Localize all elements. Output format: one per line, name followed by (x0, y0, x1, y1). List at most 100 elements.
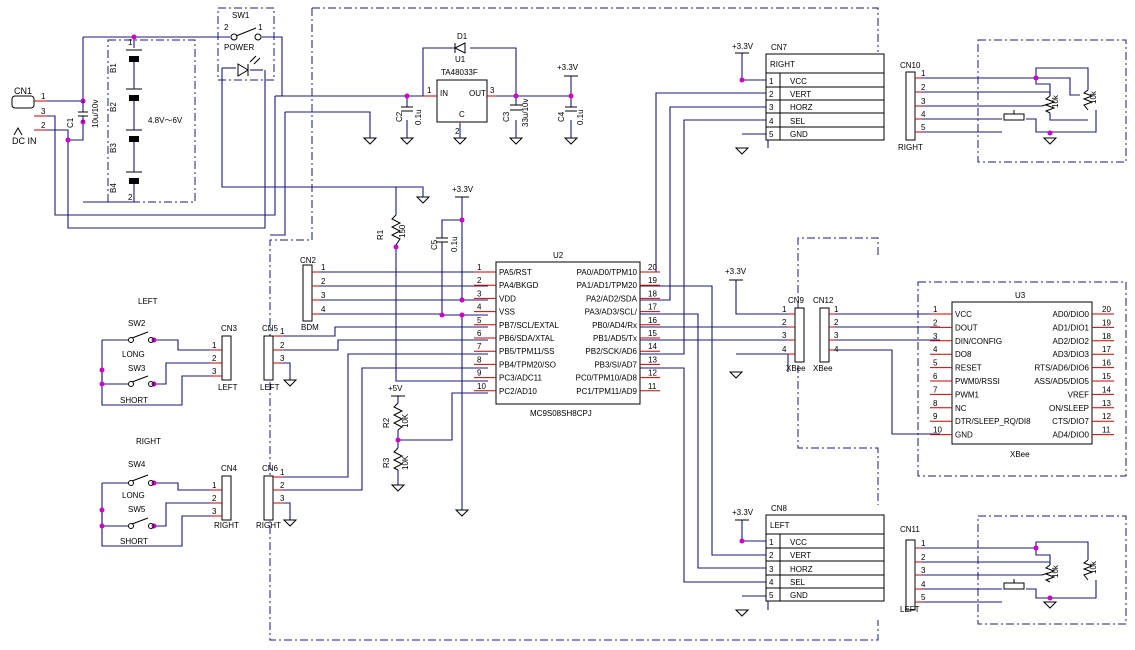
right-section-label: RIGHT (136, 437, 161, 446)
svg-text:1: 1 (769, 77, 774, 86)
svg-text:1: 1 (782, 305, 787, 314)
wire (154, 362, 210, 385)
svg-text:CN6: CN6 (262, 464, 279, 473)
board-outline-top (312, 7, 879, 52)
svg-text:+3.3V: +3.3V (732, 42, 754, 51)
svg-text:LONG: LONG (122, 350, 145, 359)
pin-number: 13 (1102, 399, 1111, 408)
wire (47, 70, 266, 229)
pin-label: PC1/TPM11/AD9 (576, 387, 637, 396)
svg-text:CN5: CN5 (262, 324, 279, 333)
svg-text:4: 4 (921, 110, 926, 119)
wire (1035, 548, 1051, 565)
c5-capacitor: C5 0.1u (430, 233, 459, 252)
wire (283, 353, 488, 478)
svg-text:B1: B1 (109, 63, 118, 73)
pin-label: PC3/ADC11 (499, 374, 543, 383)
svg-text:LEFT: LEFT (900, 605, 920, 614)
pin-number: 5 (933, 359, 938, 368)
battery-outline (107, 39, 196, 203)
battery-b1: B1 (109, 49, 142, 73)
pin-label: PWM1 (955, 390, 980, 399)
wire (640, 367, 768, 583)
svg-text:C: C (459, 110, 465, 119)
wire (1026, 580, 1097, 599)
svg-text:LONG: LONG (122, 491, 145, 500)
svg-text:1: 1 (128, 38, 133, 47)
svg-text:4: 4 (321, 305, 326, 314)
pin-number: 1 (477, 263, 482, 272)
wire (283, 339, 488, 351)
svg-text:SHORT: SHORT (120, 537, 148, 546)
pin-number: 17 (648, 303, 657, 312)
pin-label: PB3/SI/AD7 (594, 360, 637, 369)
svg-text:2: 2 (321, 277, 326, 286)
joystick-left-pots: 10k 10k (1003, 559, 1098, 590)
u3-name: XBee (1010, 450, 1030, 459)
svg-text:2: 2 (455, 127, 460, 136)
svg-text:+3.3V: +3.3V (725, 267, 747, 276)
svg-text:5: 5 (921, 593, 926, 602)
wire (922, 91, 1051, 96)
svg-text:GND: GND (790, 130, 808, 139)
pin-label: PB0/AD4/Rx (592, 321, 637, 330)
wire (922, 561, 1051, 565)
svg-text:3: 3 (280, 354, 285, 363)
r1-resistor: R1 150 (376, 214, 407, 246)
svg-text:+3.3V: +3.3V (557, 63, 579, 72)
pin-label: PA5/RST (499, 268, 532, 277)
pin-number: 17 (1102, 345, 1111, 354)
pin-label: VREF (1068, 390, 1089, 399)
svg-text:3: 3 (212, 507, 217, 516)
pin-number: 16 (648, 316, 657, 325)
svg-text:C5: C5 (430, 239, 439, 250)
svg-text:4: 4 (782, 345, 787, 354)
svg-text:0.1u: 0.1u (414, 109, 423, 125)
svg-text:+3.3V: +3.3V (452, 185, 474, 194)
svg-text:3: 3 (280, 494, 285, 503)
pin-label: AD2/DIO2 (1053, 337, 1090, 346)
wire (47, 96, 276, 216)
pin-label: NC (955, 404, 967, 413)
svg-text:C1: C1 (66, 117, 75, 128)
pin-number: 8 (933, 399, 938, 408)
svg-text:3: 3 (41, 107, 46, 116)
rail-3v3-cn7: +3.3V (732, 42, 754, 54)
svg-text:CN9: CN9 (788, 296, 805, 305)
svg-text:3: 3 (490, 86, 495, 95)
svg-text:150: 150 (398, 224, 407, 238)
svg-text:3: 3 (834, 331, 839, 340)
pin-label: ON/SLEEP (1049, 404, 1089, 413)
svg-text:10k: 10k (1051, 94, 1060, 108)
u2-part: MC9S08SH8CPJ (530, 409, 592, 418)
wire (640, 285, 768, 556)
wire (461, 220, 488, 301)
c1-capacitor: C1 10u/10v (66, 100, 100, 128)
wire (640, 106, 768, 301)
pin-label: RESET (955, 364, 982, 373)
pin-label: PB2/SCK/AD6 (585, 347, 637, 356)
svg-text:B3: B3 (109, 143, 118, 153)
wire (422, 47, 455, 96)
pin-number: 19 (648, 276, 657, 285)
pin-number: 1 (933, 305, 938, 314)
svg-text:CN12: CN12 (813, 296, 834, 305)
svg-text:3: 3 (769, 565, 774, 574)
wire (398, 392, 488, 441)
wire (1026, 110, 1097, 133)
svg-text:VCC: VCC (790, 538, 807, 547)
wire (640, 313, 768, 569)
svg-text:5: 5 (769, 130, 774, 139)
wire (742, 133, 769, 148)
u1-regulator: U1 TA48033F IN OUT C 1 3 2 (423, 55, 496, 136)
svg-text:OUT: OUT (469, 89, 486, 98)
wire (68, 122, 84, 141)
svg-text:1: 1 (41, 92, 46, 101)
cn1-label: DC IN (12, 136, 37, 146)
svg-text:2: 2 (834, 318, 839, 327)
